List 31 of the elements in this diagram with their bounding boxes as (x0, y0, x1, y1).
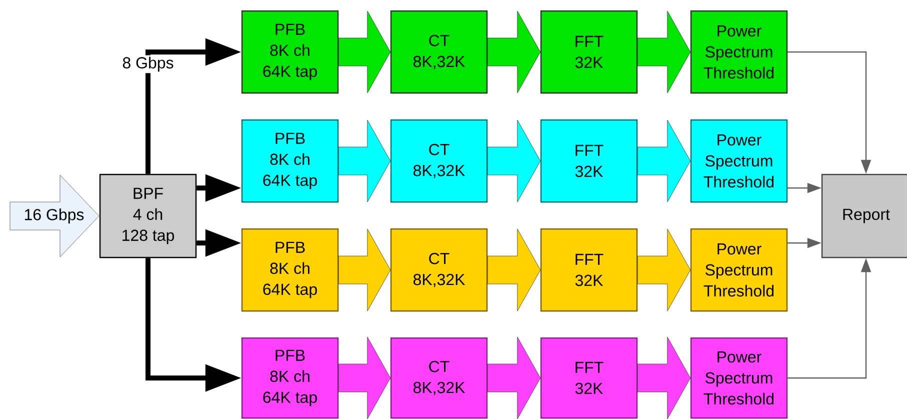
filter-box: PFB 8K ch 64K tap (241, 337, 339, 419)
block-arrow (338, 228, 391, 312)
transpose-box: CT 8K,32K (390, 119, 488, 203)
threshold-box: Power Spectrum Threshold (690, 337, 788, 419)
report-box: Report (821, 174, 907, 258)
block-arrow (338, 10, 391, 94)
fft-box: FFT 32K (540, 337, 638, 419)
block-arrow (637, 120, 691, 202)
filter-box: BPF 4 ch 128 tap (99, 174, 197, 258)
block-arrow (338, 120, 391, 202)
transpose-box: CT 8K,32K (390, 337, 488, 419)
transpose-box: CT 8K,32K (390, 228, 488, 312)
block-arrow (487, 336, 541, 419)
block-arrow (487, 120, 541, 202)
threshold-box: Power Spectrum Threshold (690, 228, 788, 312)
filter-box: PFB 8K ch 64K tap (241, 119, 339, 203)
edge-label: 8 Gbps (120, 55, 176, 74)
fft-box: FFT 32K (540, 119, 638, 203)
fft-box: FFT 32K (540, 10, 638, 94)
block-arrow (487, 228, 541, 312)
threshold-box: Power Spectrum Threshold (690, 10, 788, 94)
transpose-box: CT 8K,32K (390, 10, 488, 94)
block-arrow (637, 336, 691, 419)
threshold-box: Power Spectrum Threshold (690, 119, 788, 203)
block-arrow (487, 10, 541, 94)
block-arrow (637, 10, 691, 94)
fft-box: FFT 32K (540, 228, 638, 312)
filter-box: PFB 8K ch 64K tap (241, 10, 339, 94)
block-arrow (637, 228, 691, 312)
block-arrow (338, 336, 391, 419)
filter-box: PFB 8K ch 64K tap (241, 228, 339, 312)
